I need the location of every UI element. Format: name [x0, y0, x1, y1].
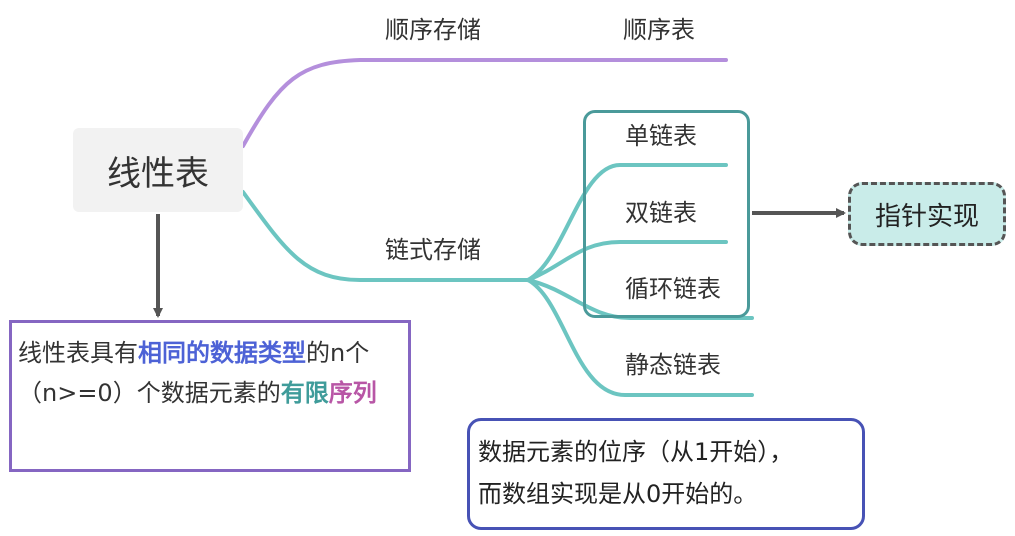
branch-label-linked: 链式存储 — [385, 236, 481, 264]
branch-label-sequential: 顺序存储 — [385, 16, 481, 44]
pointer-implementation-label: 指针实现 — [874, 201, 979, 232]
child-line-static — [526, 278, 754, 397]
root-label: 线性表 — [107, 153, 209, 194]
leaf-double-linked: 双链表 — [625, 199, 697, 227]
linked-list-group — [583, 110, 750, 318]
root-node: 线性表 — [73, 128, 243, 212]
note-line-1: 数据元素的位序（从1开始）， — [478, 438, 794, 466]
child-line-single — [526, 163, 728, 282]
branch-line-linked — [241, 190, 530, 282]
note-box: 数据元素的位序（从1开始）， 而数组实现是从0开始的。 — [467, 418, 865, 530]
leaf-sequential-table: 顺序表 — [623, 16, 695, 44]
definition-box: 线性表具有相同的数据类型的n个（n>=0）个数据元素的有限序列 — [9, 320, 411, 472]
leaf-static-linked: 静态链表 — [625, 351, 721, 379]
definition-emph-sequence: 序列 — [328, 379, 377, 407]
note-line-2: 而数组实现是从0开始的。 — [478, 480, 758, 508]
child-line-double — [526, 240, 728, 282]
definition-text-1: 线性表具有 — [18, 339, 138, 367]
definition-emph-finite: 有限 — [280, 379, 329, 407]
definition-text-2: 的n个（n>=0）个数据元素的 — [18, 339, 370, 407]
definition-emph-same-type: 相同的数据类型 — [138, 339, 306, 367]
leaf-single-linked: 单链表 — [625, 122, 697, 150]
leaf-circular-linked: 循环链表 — [625, 275, 721, 303]
branch-line-sequential — [241, 58, 728, 148]
pointer-implementation-node: 指针实现 — [848, 182, 1006, 246]
